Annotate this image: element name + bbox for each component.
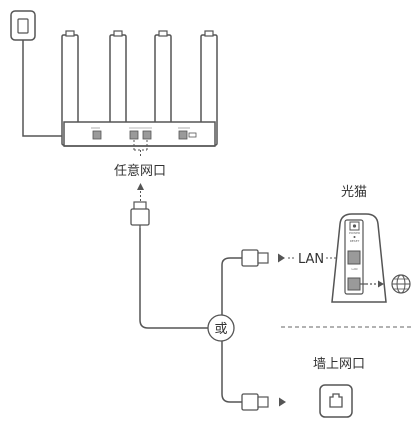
ethernet-cable-to-wall bbox=[221, 336, 242, 403]
power-adapter-icon bbox=[10, 10, 36, 45]
up-arrow bbox=[137, 183, 144, 190]
ethernet-plug-icon bbox=[130, 201, 150, 228]
optical-modem-label: 光猫 bbox=[341, 185, 367, 200]
router-port-lan3 bbox=[178, 130, 188, 140]
modem-reset-text: RESET bbox=[350, 239, 360, 243]
ethernet-plug-horizontal-upper bbox=[241, 249, 269, 267]
or-label: 或 bbox=[214, 322, 227, 337]
any-port-label: 任意网口 bbox=[114, 163, 166, 179]
wall-socket-icon bbox=[319, 384, 353, 418]
router-port-lan2 bbox=[142, 130, 152, 140]
or-badge: 或 bbox=[207, 314, 235, 342]
fiber-arrow bbox=[378, 280, 384, 288]
modem-power-text: POWER bbox=[349, 231, 360, 235]
modem-lan-text: LAN bbox=[351, 267, 357, 271]
router-port-wan bbox=[92, 130, 102, 140]
router-port-lan1 bbox=[129, 130, 139, 140]
ethernet-cable-main bbox=[139, 228, 208, 329]
router-icon bbox=[61, 30, 218, 147]
optical-modem-icon: POWER RESET LAN bbox=[331, 213, 387, 303]
lan-label: LAN bbox=[298, 252, 324, 267]
port-dotted-line bbox=[133, 140, 148, 151]
wall-port-label: 墙上网口 bbox=[313, 357, 365, 372]
right-arrow-upper bbox=[278, 253, 285, 263]
right-arrow-lower bbox=[279, 397, 286, 407]
globe-icon bbox=[391, 274, 411, 294]
ethernet-plug-horizontal-lower bbox=[241, 393, 269, 411]
